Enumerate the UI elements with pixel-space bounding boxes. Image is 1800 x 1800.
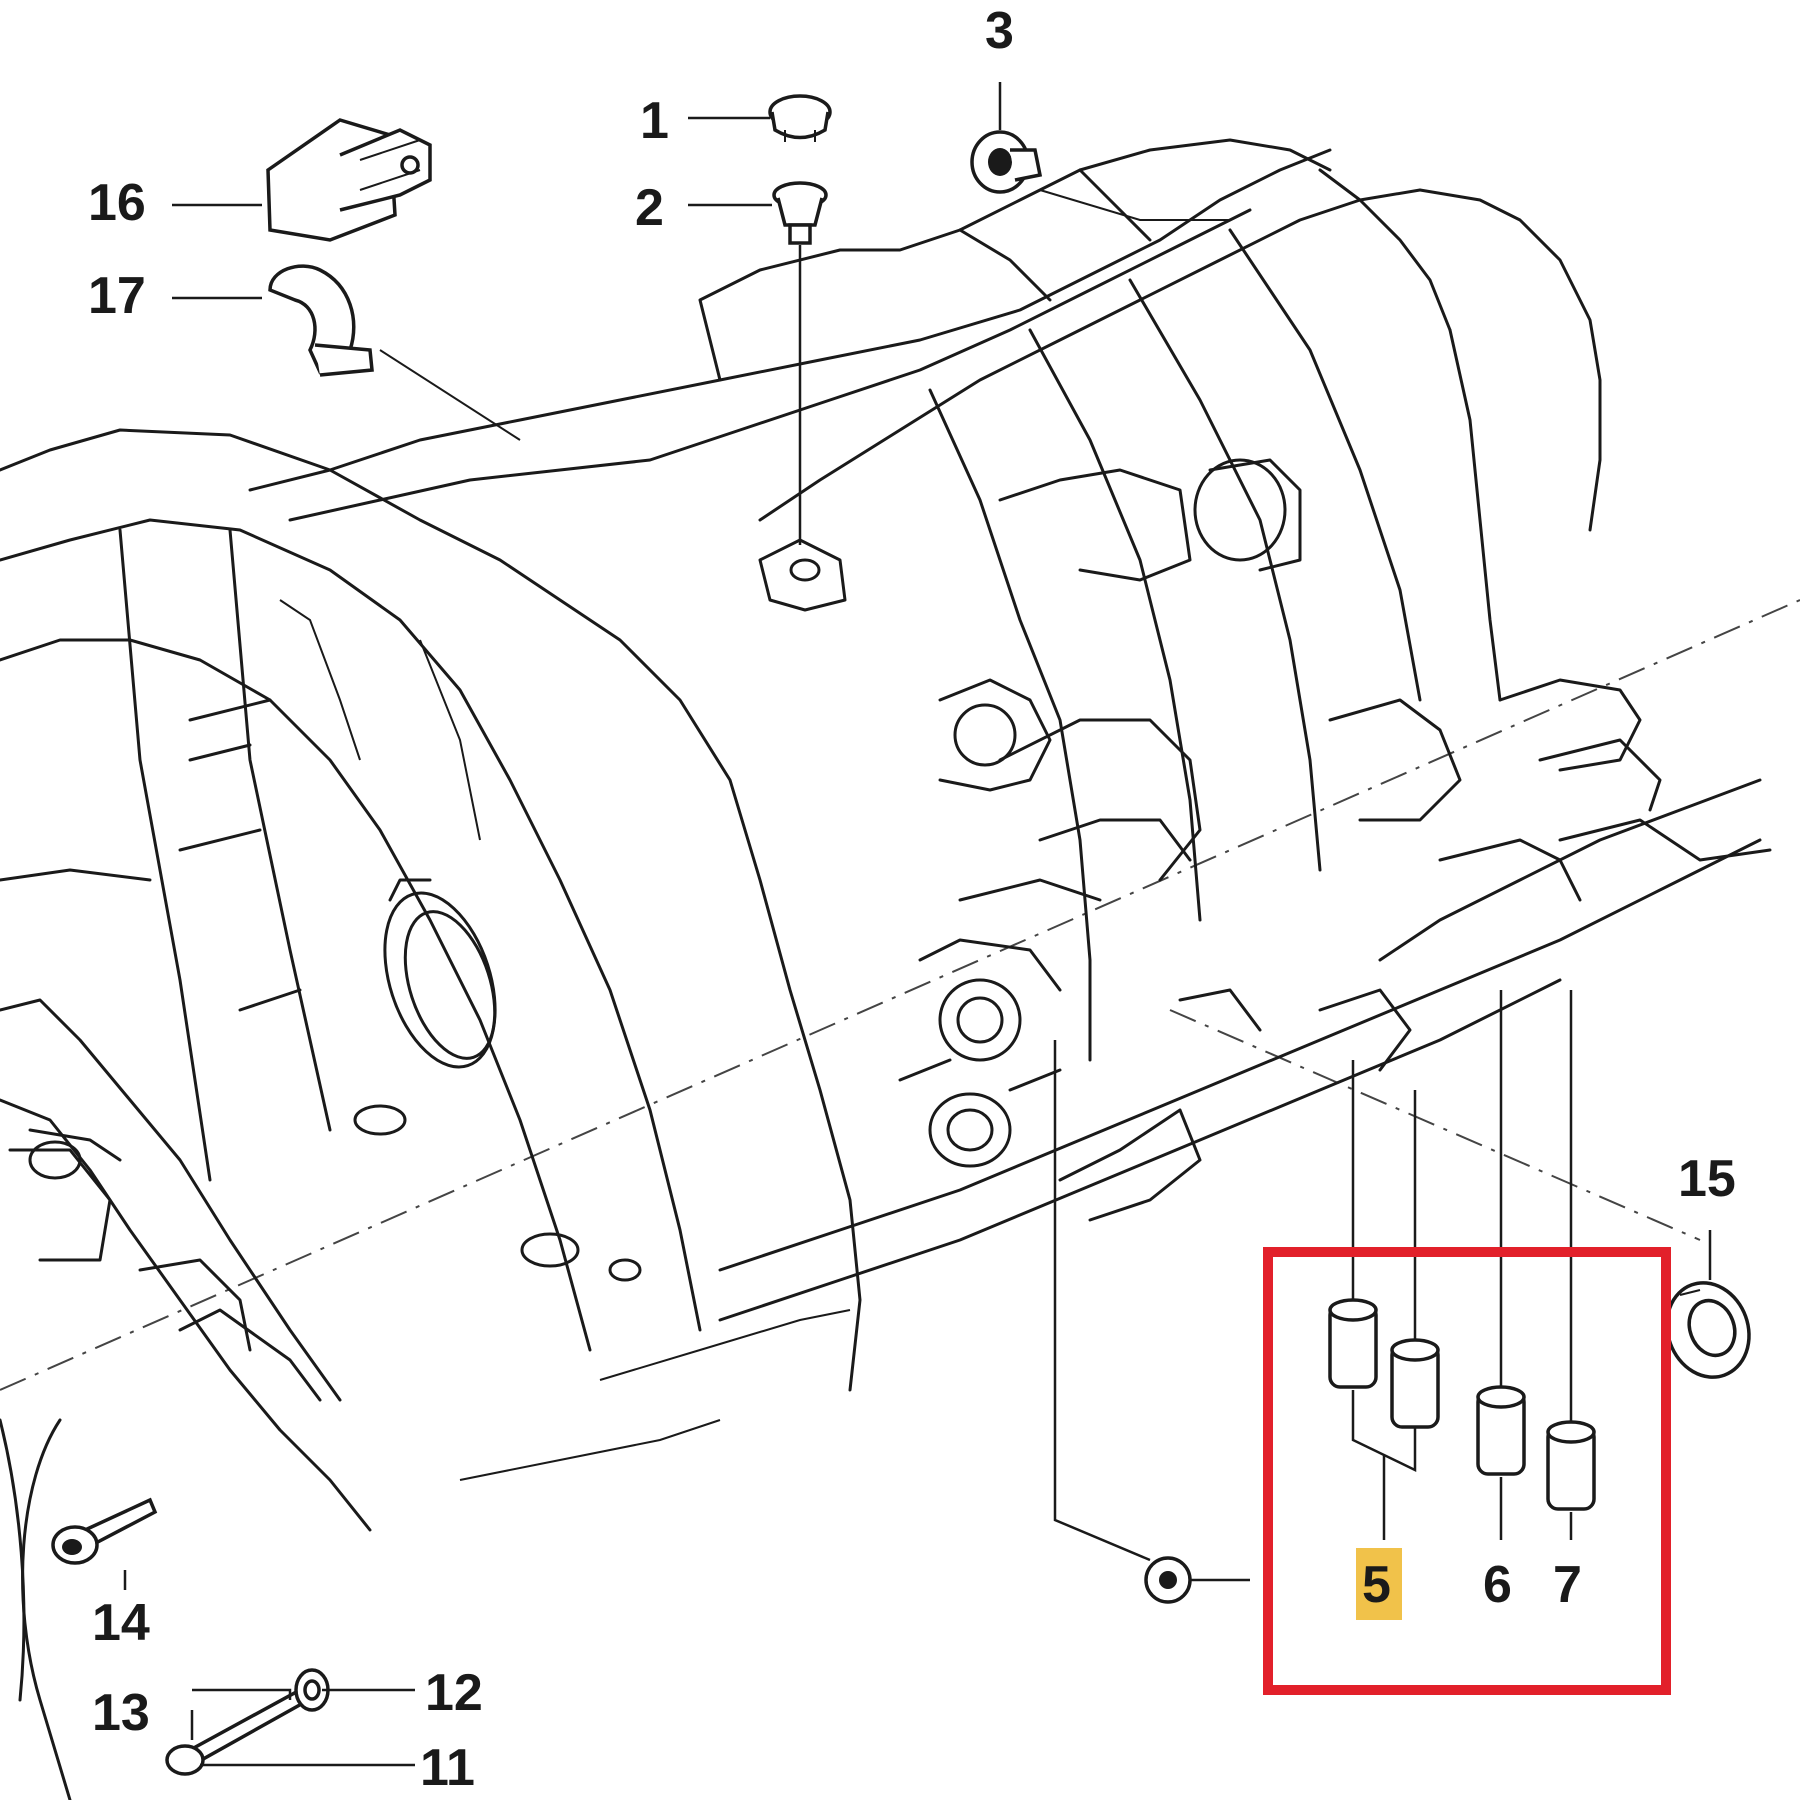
callout-3: 3 — [985, 2, 1014, 60]
callout-14: 14 — [92, 1594, 150, 1652]
part-1-plug-cap — [768, 94, 832, 142]
transmission-housing — [0, 138, 1772, 1800]
part-3-nut — [970, 130, 1043, 194]
part-2-screw-plug — [772, 181, 828, 245]
part-6-sleeve — [1476, 1385, 1526, 1476]
part-5-sleeve-a — [1328, 1298, 1378, 1389]
callout-16: 16 — [88, 174, 146, 232]
callout-2: 2 — [635, 179, 664, 237]
callout-15: 15 — [1678, 1150, 1736, 1208]
part-14-bolt — [51, 1497, 158, 1565]
part-16-connector — [266, 118, 432, 242]
callout-1: 1 — [640, 92, 669, 150]
highlight-frame — [1263, 1247, 1671, 1695]
callout-13: 13 — [92, 1684, 150, 1742]
callout-5: 5 — [1362, 1556, 1391, 1614]
callout-17: 17 — [88, 267, 146, 325]
callout-6: 6 — [1483, 1556, 1512, 1614]
part-11-bolt — [165, 1687, 308, 1776]
part-7-sleeve — [1546, 1420, 1596, 1511]
callout-11: 11 — [420, 1739, 475, 1797]
sleeve-leaders — [1351, 990, 1573, 1540]
centerline — [0, 599, 1800, 1391]
callout-leaders — [123, 82, 1712, 1767]
callout-5-marker — [1356, 1548, 1402, 1620]
callout-12: 12 — [425, 1664, 483, 1722]
part-17-clamp — [268, 264, 374, 377]
part-5-sleeve-b — [1390, 1338, 1440, 1429]
centerline — [1169, 1009, 1701, 1241]
nut — [1053, 1040, 1250, 1604]
callout-7: 7 — [1553, 1556, 1582, 1614]
